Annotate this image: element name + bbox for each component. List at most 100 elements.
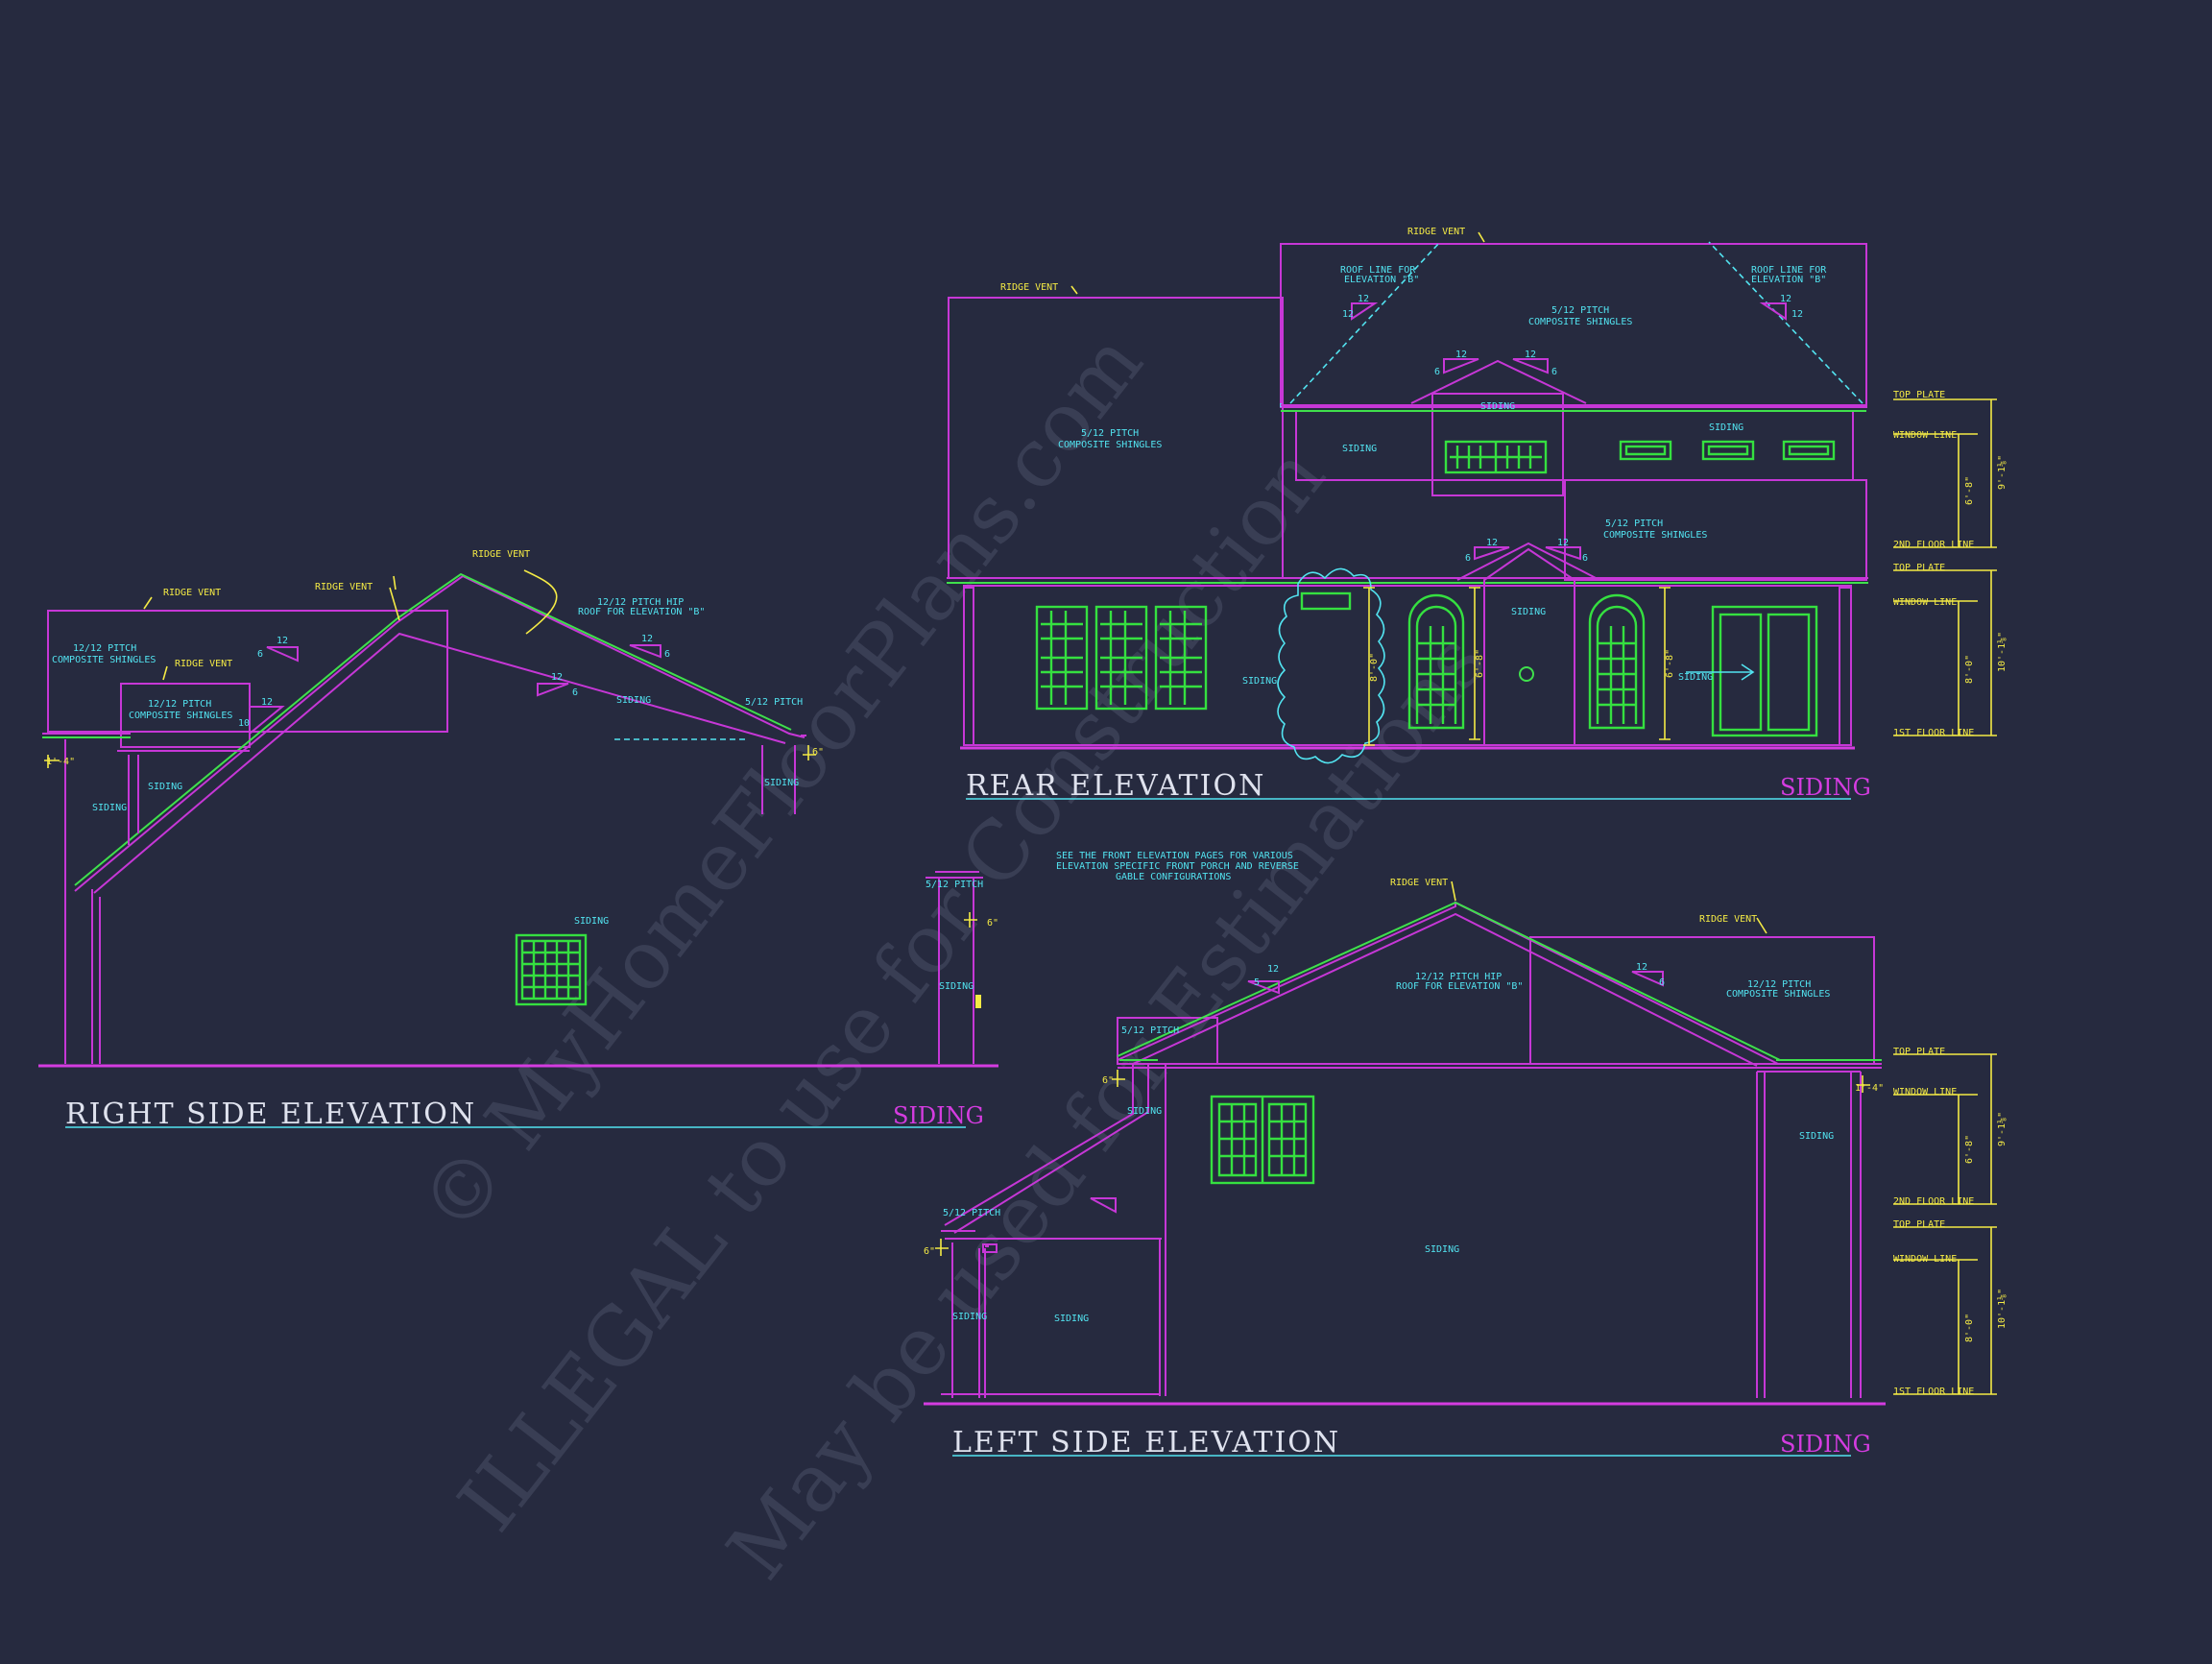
left-dim-6a: 6" (1102, 1075, 1114, 1086)
left-pitch-12-1: 12/12 PITCH (1747, 979, 1811, 990)
rear-siding-right: SIDING (1678, 672, 1713, 683)
rear-top-plate-2: TOP PLATE (1893, 390, 1945, 400)
rear-vent (1300, 591, 1352, 611)
right-dim-1-4: 1'-4" (46, 757, 75, 767)
rear-level-dims: TOP PLATE WINDOW LINE 2ND FLOOR LINE TOP… (1893, 390, 2008, 738)
left-window-pair (1210, 1095, 1315, 1185)
left-small-dims (935, 1070, 1870, 1256)
rear-upper-roof (1280, 243, 1867, 408)
right-right-wall (801, 735, 979, 1064)
rear-slope-12-f: 12 (1342, 309, 1354, 320)
left-dim-1-4: 1'-4" (1855, 1083, 1884, 1094)
rear-round-vent (1519, 666, 1534, 682)
rear-roof-line-r-2: ELEVATION "B" (1751, 275, 1826, 285)
right-small-dims (44, 745, 977, 928)
left-side-elevation: 12 5 12 6 RIDGE VENT RIDGE VENT 12/12 PI… (924, 878, 2008, 1459)
rear-slope-12-c: 12 (1486, 538, 1498, 548)
rear-upper-window-c (1782, 440, 1836, 461)
rear-dim-6-8-a: 6'-8" (1475, 649, 1485, 678)
left-ridge-vent-b: RIDGE VENT (1699, 914, 1757, 925)
right-material: SIDING (893, 1102, 984, 1129)
note-line-1: SEE THE FRONT ELEVATION PAGES FOR VARIOU… (1056, 851, 1293, 861)
rear-upper-wall (1295, 410, 1854, 481)
right-ridge-vent-b: RIDGE VENT (315, 582, 373, 592)
left-eaves (1118, 1063, 1882, 1069)
right-siding-3: SIDING (92, 803, 127, 813)
left-leaders (1451, 880, 1767, 934)
rear-window-1 (1035, 605, 1089, 711)
rear-roof-line-r-1: ROOF LINE FOR (1751, 265, 1827, 276)
left-dim-6b: 6" (924, 1246, 935, 1257)
rear-french-door (1686, 605, 1818, 737)
rear-ridge-vent-left: RIDGE VENT (1000, 282, 1058, 293)
left-window-line-2: WINDOW LINE (1893, 1087, 1957, 1097)
left-dim-upper-a: 6'-8" (1964, 1135, 1975, 1164)
rear-second-floor: 2ND FLOOR LINE (1893, 540, 1974, 550)
rear-slope-12-h: 12 (1791, 309, 1803, 320)
left-slope-12-b: 12 (1636, 962, 1647, 973)
left-pitch-12-2: COMPOSITE SHINGLES (1726, 989, 1830, 1000)
right-slope-triangles (249, 644, 661, 736)
right-window (515, 933, 588, 1006)
rear-pitch-upper-1: 5/12 PITCH (1551, 305, 1609, 316)
right-pitch-5b: 5/12 PITCH (926, 880, 983, 890)
left-hip-note-2: ROOF FOR ELEVATION "B" (1396, 981, 1523, 992)
left-pitch-5a: 5/12 PITCH (1121, 1025, 1179, 1036)
rear-arched-window-left (1407, 593, 1465, 730)
left-slope-triangles (1090, 971, 1664, 1214)
rear-window-3 (1154, 605, 1208, 711)
rear-column-right (1839, 587, 1852, 746)
rear-top-plate-1: TOP PLATE (1893, 563, 1945, 573)
left-porch-slope (944, 1064, 1149, 1234)
rear-slope-12-b: 12 (1525, 350, 1536, 360)
right-hip-note-2: ROOF FOR ELEVATION "B" (578, 607, 705, 617)
rear-siding-upper-right: SIDING (1709, 422, 1743, 433)
left-walls (941, 1064, 1862, 1398)
left-hip-note-1: 12/12 PITCH HIP (1415, 972, 1502, 982)
rear-upper-window-b (1701, 440, 1755, 461)
rear-slope-6-b: 6 (1551, 367, 1557, 377)
general-note: SEE THE FRONT ELEVATION PAGES FOR VARIOU… (1056, 851, 1299, 882)
right-hose-bib (975, 995, 981, 1008)
right-slope-12-b: 12 (551, 672, 563, 683)
right-slope-12-a: 12 (276, 636, 288, 646)
rear-window-group (1035, 605, 1208, 711)
right-title: RIGHT SIDE ELEVATION (65, 1097, 476, 1131)
right-siding-2: SIDING (148, 782, 182, 792)
right-ridge-vent-c: RIDGE VENT (472, 549, 530, 560)
right-pitch-12b-1: 12/12 PITCH (148, 699, 211, 710)
left-siding-3: SIDING (1425, 1244, 1459, 1255)
rear-slope-6-a: 6 (1434, 367, 1440, 377)
rear-pitch-lower-1: 5/12 PITCH (1605, 518, 1663, 529)
right-siding-1: SIDING (616, 695, 651, 706)
left-title: LEFT SIDE ELEVATION (952, 1426, 1340, 1459)
right-rear-roof-box (47, 610, 448, 733)
right-slope-12-c: 12 (641, 634, 653, 644)
left-siding-2: SIDING (1799, 1131, 1834, 1142)
rear-dim-lower-b: 10'-1⅛" (1996, 632, 2008, 672)
left-siding-1: SIDING (1127, 1106, 1162, 1117)
left-roof-trim (1117, 901, 1781, 1061)
rear-window-line-2: WINDOW LINE (1893, 430, 1957, 441)
rear-pitch-lower-2: COMPOSITE SHINGLES (1603, 530, 1707, 541)
right-side-elevation: 12 6 12 6 12 6 12 10 RIDGE VENT RIDGE VE… (38, 549, 998, 1131)
right-siding-4: SIDING (764, 778, 799, 788)
right-main-roof-inner (93, 632, 786, 894)
rear-siding-left: SIDING (1242, 676, 1277, 687)
left-rear-roof-box (1529, 936, 1875, 1065)
left-dim-upper-b: 9'-1⅛" (1996, 1112, 2008, 1146)
rear-ridge-leaders (1070, 231, 1485, 295)
rear-slope-12-e: 12 (1358, 294, 1369, 304)
right-siding-5: SIDING (574, 916, 609, 927)
rear-window-2 (1094, 605, 1148, 711)
right-leaders (143, 569, 558, 681)
right-siding-6: SIDING (939, 981, 974, 992)
rear-roof-line-l-1: ROOF LINE FOR (1340, 265, 1416, 276)
rear-lower-roof (1564, 479, 1867, 581)
rear-entry-bay (1483, 547, 1575, 745)
rear-elevation: 8'-0" 6'-8" 6'-8" 12 6 12 6 12 6 12 6 12… (947, 227, 2008, 803)
rear-revision-cloud (1277, 567, 1385, 764)
right-ridge-vent-a: RIDGE VENT (163, 588, 221, 598)
rear-slope-12-g: 12 (1780, 294, 1791, 304)
